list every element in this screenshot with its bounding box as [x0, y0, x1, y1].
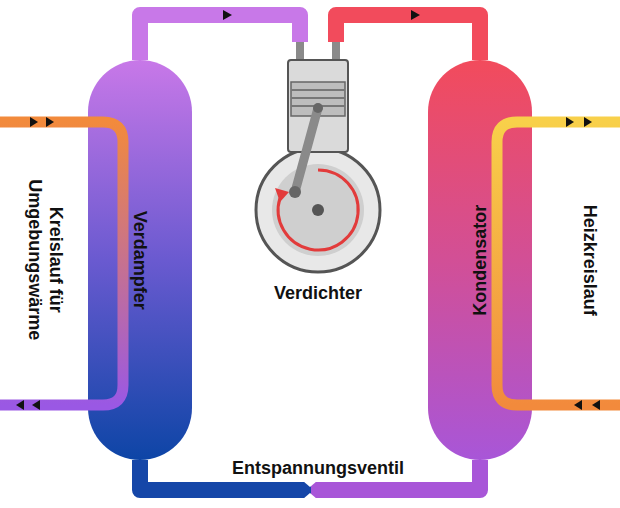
- pipe-segment: [407, 15, 480, 60]
- refrigerant-pipe: [336, 10, 480, 60]
- ambient-coil: [0, 122, 123, 405]
- arrow-head: [223, 10, 232, 20]
- arrow-head: [411, 10, 420, 20]
- flow-arrows: [16, 117, 600, 410]
- circuit-label-holder: Heizkreislauf: [560, 160, 620, 360]
- compressor: Verdichter: [253, 42, 383, 304]
- edge-label: Entspannungsventil: [229, 458, 407, 479]
- node-label: Verdampfer: [130, 210, 151, 309]
- edge-label-holder: Entspannungsventil: [227, 457, 409, 480]
- pipe-segment: [140, 15, 220, 60]
- valve-pinch: [303, 493, 317, 499]
- heating-coil: [497, 122, 620, 405]
- circuit-label-holder: Kreislauf für Umgebungswärme: [0, 150, 90, 370]
- circuit-label: Heizkreislauf: [580, 204, 601, 315]
- refrigerant-pipe: [140, 10, 300, 60]
- pipe-segment: [336, 15, 408, 42]
- valve-pinch: [303, 481, 317, 487]
- node-label: Verdichter: [274, 283, 362, 304]
- pipe-segment: [219, 15, 300, 42]
- compressor-shape: [253, 42, 383, 304]
- circuit-label: Kreislauf für Umgebungswärme: [24, 175, 65, 345]
- node-label: Kondensator: [470, 204, 491, 315]
